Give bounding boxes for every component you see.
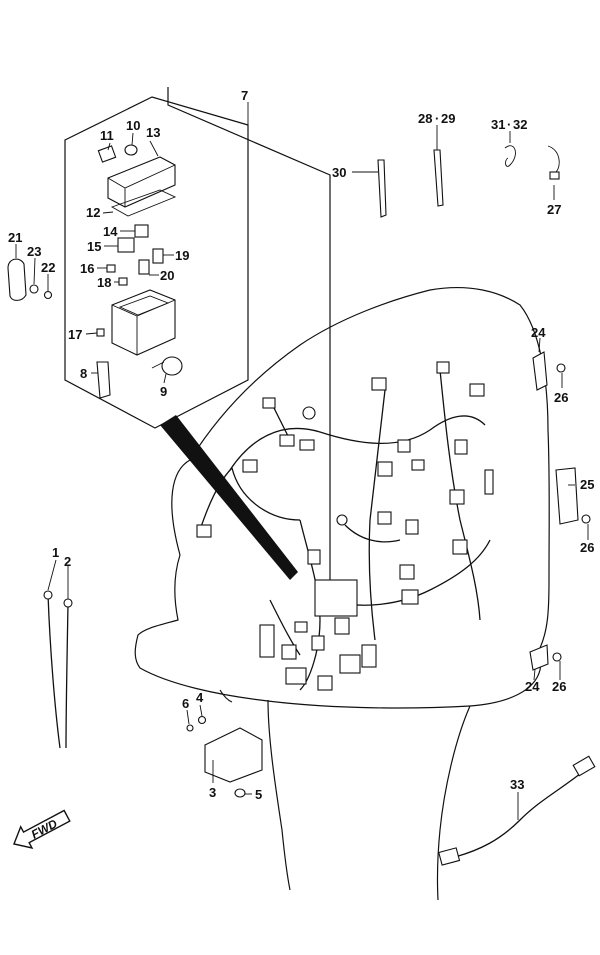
top-parts: [377, 145, 560, 218]
part-22-washer: [43, 290, 53, 300]
leader-lines: [15, 102, 589, 820]
callout-5: 5: [255, 787, 262, 802]
fwd-arrow: FWD: [13, 809, 71, 849]
svg-text:·: ·: [435, 111, 439, 126]
part-5-nut: [234, 788, 246, 798]
part-25-bracket: [555, 467, 579, 525]
right-brackets: [529, 351, 591, 671]
callout-24-lower: 24: [525, 679, 540, 694]
part-2-terminal: [63, 598, 73, 608]
part-8-strap: [96, 361, 111, 399]
part-1-terminal: [43, 590, 53, 600]
part-24-bracket-lower: [529, 644, 549, 671]
callout-labels: 7 10 11 13 12 14 15 19 16 20 18 17 8 9 2…: [8, 88, 594, 802]
part-6-bolt: [186, 724, 194, 732]
part-24-bracket-upper: [532, 351, 548, 391]
callout-7: 7: [241, 88, 248, 103]
callout-30: 30: [332, 165, 346, 180]
callout-6: 6: [182, 696, 189, 711]
callout-26-lower: 26: [552, 679, 566, 694]
fuse-box-body: [111, 289, 176, 356]
callout-18: 18: [97, 275, 111, 290]
callout-29: 29: [441, 111, 455, 126]
callout-3: 3: [209, 785, 216, 800]
callout-9: 9: [160, 384, 167, 399]
bottom-bracket: [186, 715, 263, 798]
callout-23: 23: [27, 244, 41, 259]
callout-15: 15: [87, 239, 101, 254]
part-26-bolt-upper: [556, 363, 566, 373]
part-15-relay: [117, 237, 135, 253]
part-18-fuse: [118, 277, 128, 286]
part-9-plug: [161, 356, 183, 376]
part-28-29-tie: [433, 149, 444, 207]
callout-22: 22: [41, 260, 55, 275]
part-13-cover: [107, 156, 176, 208]
part-19-fuse: [152, 248, 164, 264]
part-31-32-clip: [504, 145, 516, 167]
callout-10: 10: [126, 118, 140, 133]
callout-25: 25: [580, 477, 594, 492]
inset-box: [64, 87, 331, 590]
callout-21: 21: [8, 230, 22, 245]
extension-harness: [438, 755, 596, 866]
callout-32: 32: [513, 117, 527, 132]
callout-17: 17: [68, 327, 82, 342]
part-4-washer: [197, 715, 207, 725]
part-17-clip: [96, 328, 105, 337]
part-26-bolt-lower: [552, 652, 562, 662]
callout-27: 27: [547, 202, 561, 217]
part-20-fuse: [138, 259, 150, 275]
left-small-parts: [7, 258, 53, 301]
callout-1: 1: [52, 545, 59, 560]
part-21-cap: [7, 258, 27, 301]
main-harness: [196, 361, 494, 691]
harness-module: [314, 579, 358, 617]
callout-13: 13: [146, 125, 160, 140]
part-14-relay: [134, 224, 149, 238]
callout-20: 20: [160, 268, 174, 283]
callout-33: 33: [510, 777, 524, 792]
callout-4: 4: [196, 690, 204, 705]
part-33-connector-a: [572, 755, 596, 777]
part-30-tie: [377, 159, 387, 218]
callout-26-mid: 26: [580, 540, 594, 555]
ground-leads: [43, 590, 73, 749]
callout-14: 14: [103, 224, 118, 239]
callout-12: 12: [86, 205, 100, 220]
callout-16: 16: [80, 261, 94, 276]
engine-cover: [134, 287, 550, 901]
callout-11: 11: [100, 128, 114, 143]
svg-text:·: ·: [507, 117, 511, 132]
callout-8: 8: [80, 366, 87, 381]
callout-24-upper: 24: [531, 325, 546, 340]
pointer-arrow: [160, 415, 298, 580]
inset-parts: [96, 144, 183, 399]
callout-19: 19: [175, 248, 189, 263]
part-10-grommet: [124, 144, 138, 156]
part-11-clip: [97, 145, 117, 163]
callout-28: 28: [418, 111, 432, 126]
part-16-fuse: [106, 264, 116, 273]
part-23-nut: [29, 284, 39, 294]
part-26-bolt-mid: [581, 514, 591, 524]
part-12-seal: [110, 189, 177, 217]
callout-31: 31: [491, 117, 505, 132]
part-33-connector-b: [438, 847, 461, 866]
callout-2: 2: [64, 554, 71, 569]
part-3-bracket: [204, 727, 263, 783]
callout-26-upper: 26: [554, 390, 568, 405]
